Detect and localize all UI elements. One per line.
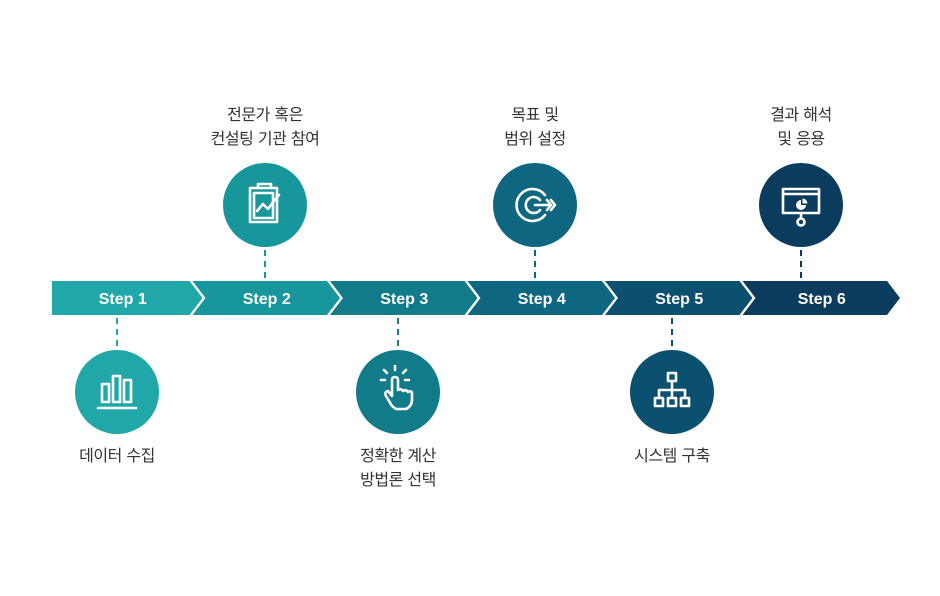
step-icon-circle [75, 350, 159, 434]
step-3: Step 3 [330, 281, 478, 434]
pointer-click-icon [379, 364, 414, 411]
step-2: Step 2 [192, 163, 340, 315]
step-title: 데이터 수집 [17, 444, 217, 468]
step-arrow [605, 281, 753, 315]
step-arrow [52, 281, 203, 315]
step-title-line: 정확한 계산 [360, 446, 436, 465]
step-title-line: 및 응용 [777, 129, 825, 148]
step-label: Step 5 [655, 291, 703, 308]
step-arrow [742, 281, 900, 315]
step-title-line: 전문가 혹은 [227, 105, 303, 124]
step-title-line: 목표 및 [511, 105, 559, 124]
hierarchy-icon [653, 371, 691, 408]
step-title: 시스템 구축 [572, 444, 772, 468]
step-6: Step 6 [742, 163, 900, 315]
step-label: Step 4 [518, 291, 566, 308]
bar-chart-icon [96, 374, 138, 410]
step-arrow [192, 281, 340, 315]
step-label: Step 1 [99, 291, 147, 308]
step-arrow [330, 281, 478, 315]
step-label: Step 2 [243, 291, 291, 308]
step-1: Step 1 [52, 281, 203, 434]
step-arrow [467, 281, 615, 315]
step-title-line: 결과 해석 [770, 105, 832, 124]
presentation-icon [781, 187, 821, 227]
clipboard-chart-icon [248, 182, 281, 224]
step-title-line: 방법론 선택 [360, 470, 436, 489]
step-5: Step 5 [605, 281, 753, 434]
target-icon [515, 187, 557, 223]
step-label: Step 6 [798, 291, 846, 308]
step-icon-circle [356, 350, 440, 434]
step-title-line: 데이터 수집 [79, 446, 155, 465]
step-4: Step 4 [467, 163, 615, 315]
step-title-line: 시스템 구축 [634, 446, 710, 465]
step-title-line: 범위 설정 [504, 129, 566, 148]
step-label: Step 3 [380, 291, 428, 308]
step-title-line: 컨설팅 기관 참여 [210, 129, 320, 148]
